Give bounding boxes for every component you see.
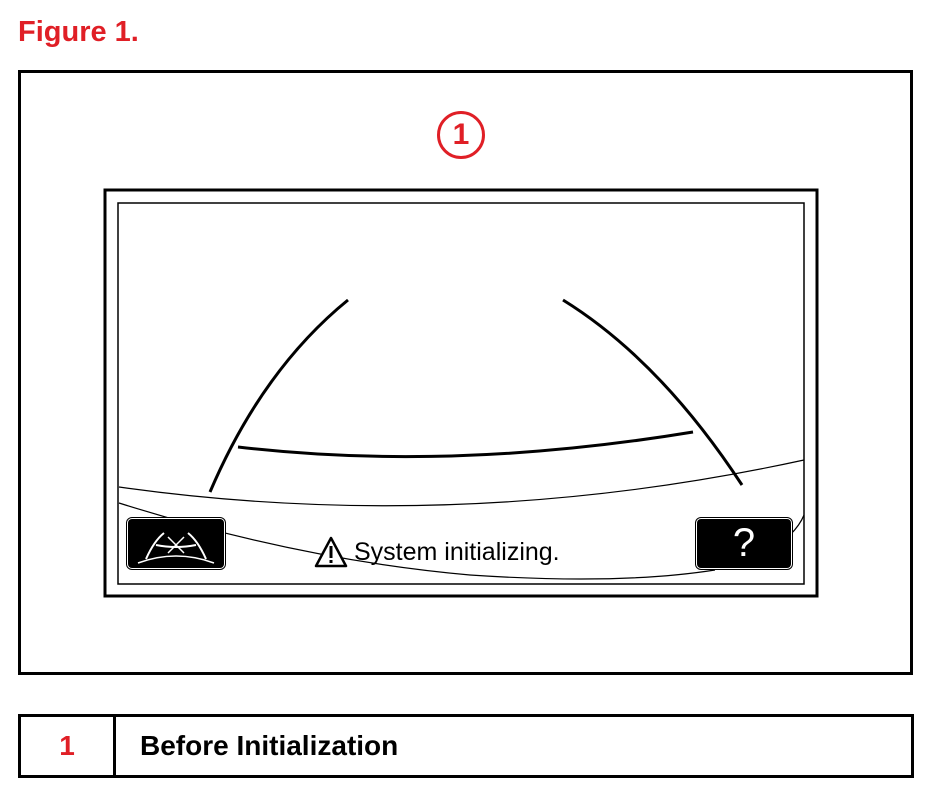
monitor-screen [117, 202, 805, 585]
bumper-top-curve [118, 459, 805, 507]
guide-lines-button[interactable] [128, 519, 224, 568]
distance-guide-line [237, 430, 694, 459]
left-guide-line [208, 298, 349, 493]
right-guide-line [562, 298, 744, 486]
callout-number: 1 [437, 111, 485, 159]
figure-frame [18, 70, 913, 675]
legend-number: 1 [21, 717, 116, 775]
warning-triangle-icon [314, 536, 348, 568]
status-message: System initializing. [314, 534, 560, 570]
bumper-corner-curve [789, 514, 805, 536]
legend-table: 1 Before Initialization [18, 714, 914, 778]
figure-title: Figure 1. [18, 16, 139, 48]
legend-label: Before Initialization [140, 730, 399, 761]
status-text: System initializing. [354, 537, 560, 566]
parking-guide-lines-icon [137, 532, 215, 564]
help-button[interactable]: ? [697, 519, 791, 568]
monitor-bezel [103, 188, 819, 598]
